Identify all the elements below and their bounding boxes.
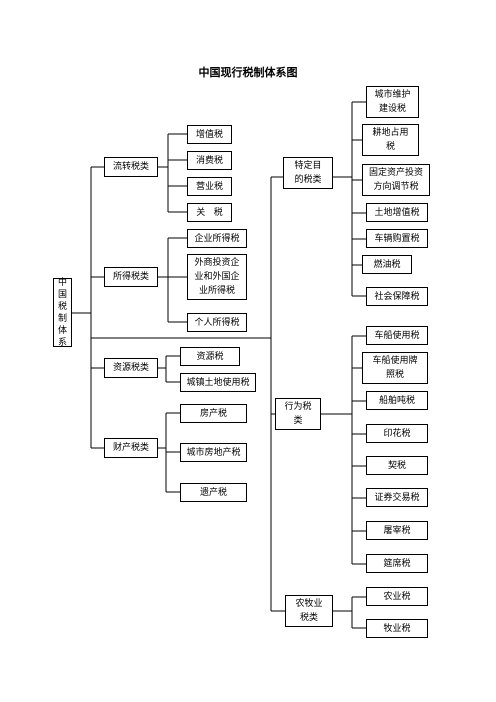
group-nongmu: 农牧业 税类 [285,595,333,627]
group-caichan: 财产税类 [104,438,158,458]
tax-muye: 牧业税 [366,619,428,638]
group-suode: 所得税类 [104,267,158,287]
tax-zengzhi: 增值税 [187,125,232,144]
tax-tudi: 土地增值税 [366,203,428,222]
tax-yingye: 营业税 [187,177,232,196]
tax-chechuan: 车船使用税 [366,326,428,345]
group-ziyuan: 资源税类 [104,358,158,378]
tax-nongye: 农业税 [366,587,428,606]
tax-guan: 关 税 [187,203,232,222]
group-liuzhuan: 流转税类 [104,157,158,177]
root-box: 中 国 税 制 体 系 [53,278,72,348]
tax-chuanbo: 船舶吨税 [366,391,428,410]
diagram-title: 中国现行税制体系图 [198,66,298,79]
tax-ziyuan: 资源税 [180,347,240,366]
tax-cheliang: 车辆购置税 [366,229,428,248]
tax-ranyou: 燃油税 [362,255,412,274]
tax-qi: 契税 [366,456,428,475]
tax-yichan: 遗产税 [180,483,247,502]
tax-chechuan-pz: 车船使用牌 照税 [362,352,428,384]
tax-yinhua: 印花税 [366,424,428,443]
tax-yanxi: 筵席税 [366,554,428,573]
tax-chengzhen: 城镇土地使用税 [180,373,256,392]
tax-chengshi-fd: 城市房地产税 [180,443,247,462]
tax-gengdi: 耕地占用 税 [362,124,419,156]
tax-guding: 固定资产投资 方向调节税 [362,164,430,196]
tax-chengshi-wh: 城市维护 建设税 [366,86,419,118]
tax-zhengquan: 证券交易税 [366,488,428,507]
group-xingwei: 行为税 类 [275,398,321,430]
tax-xiaofei: 消费税 [187,151,232,170]
group-teding: 特定目 的税类 [283,157,333,189]
tax-qiye: 企业所得税 [187,229,247,248]
tax-tuzai: 屠宰税 [366,521,428,540]
tax-waishang: 外商投资企 业和外国企 业所得税 [187,254,247,300]
tax-shebao: 社会保障税 [366,287,428,306]
tax-geren: 个人所得税 [187,313,247,332]
tax-fangchan: 房产税 [180,404,247,423]
